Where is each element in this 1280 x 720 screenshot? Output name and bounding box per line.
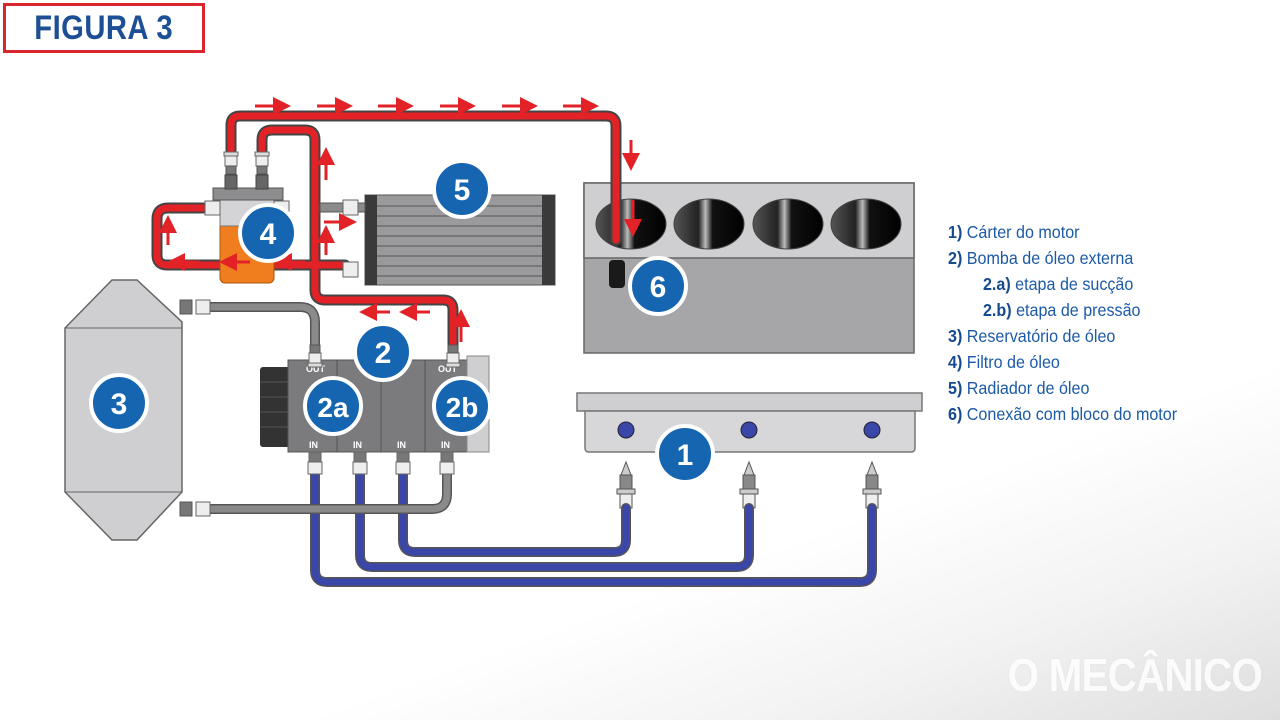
legend-item-2b: 2.b) etapa de pressão <box>982 300 1141 320</box>
cylinder-4 <box>830 198 902 250</box>
svg-text:2: 2 <box>375 337 392 370</box>
legend-item-5: 5) Radiador de óleo <box>948 378 1090 398</box>
svg-text:4: 4 <box>260 218 277 251</box>
cooler-return-line <box>153 204 349 269</box>
sump-outlet-3 <box>863 421 881 439</box>
pump-port-in-2: IN <box>353 440 362 450</box>
pump-port-in-3: IN <box>397 440 406 450</box>
pump-port-out-2b: OUT <box>438 364 458 374</box>
cylinder-3 <box>752 198 824 250</box>
reservoir-lines <box>195 299 452 517</box>
suction-line-1 <box>399 466 630 556</box>
figure-title: FIGURA 3 <box>34 8 174 47</box>
svg-text:5: 5 <box>454 174 471 207</box>
svg-text:2b: 2b <box>446 392 479 423</box>
badge-2b: 2b <box>432 376 492 436</box>
badge-4: 4 <box>238 203 298 263</box>
pressure-line-from-pump <box>258 126 457 349</box>
legend-item-6: 6) Conexão com bloco do motor <box>948 404 1178 424</box>
suction-line-3 <box>311 466 876 586</box>
oil-cooler <box>319 194 556 286</box>
cylinder-2 <box>673 198 745 250</box>
sump-outlet-2 <box>740 421 758 439</box>
badge-5: 5 <box>432 159 492 219</box>
pressure-line-to-block <box>227 112 620 244</box>
svg-text:2a: 2a <box>317 392 349 423</box>
pressure-lines <box>151 110 622 351</box>
svg-text:1: 1 <box>677 439 694 472</box>
svg-text:6: 6 <box>650 271 667 304</box>
suction-lines <box>310 465 877 587</box>
watermark-logo: O MECÂNICO <box>1007 649 1263 701</box>
legend-item-3: 3) Reservatório de óleo <box>948 326 1116 346</box>
pump-port-in-4: IN <box>441 440 450 450</box>
cylinder-1 <box>595 198 667 250</box>
block-connector <box>609 260 625 288</box>
legend-item-2: 2) Bomba de óleo externa <box>948 248 1134 268</box>
pump-port-in-1: IN <box>309 440 318 450</box>
svg-text:3: 3 <box>111 388 128 421</box>
pump-port-out-2a: OUT <box>306 364 326 374</box>
legend-item-1: 1) Cárter do motor <box>948 222 1080 242</box>
figure-title-box: FIGURA 3 <box>3 3 205 53</box>
legend-item-4: 4) Filtro de óleo <box>948 352 1060 372</box>
badge-1: 1 <box>655 424 715 484</box>
badge-2: 2 <box>353 322 413 382</box>
suction-line-2 <box>356 466 753 571</box>
badge-6: 6 <box>628 256 688 316</box>
sump-outlet-1 <box>617 421 635 439</box>
badge-3: 3 <box>89 373 149 433</box>
legend-item-2a: 2.a) etapa de sucção <box>982 274 1134 294</box>
flow-arrows <box>159 97 642 342</box>
engine-block <box>583 182 915 354</box>
badge-2a: 2a <box>303 376 363 436</box>
oil-sump <box>576 392 923 509</box>
legend: 1) Cárter do motor 2) Bomba de óleo exte… <box>948 219 1197 427</box>
